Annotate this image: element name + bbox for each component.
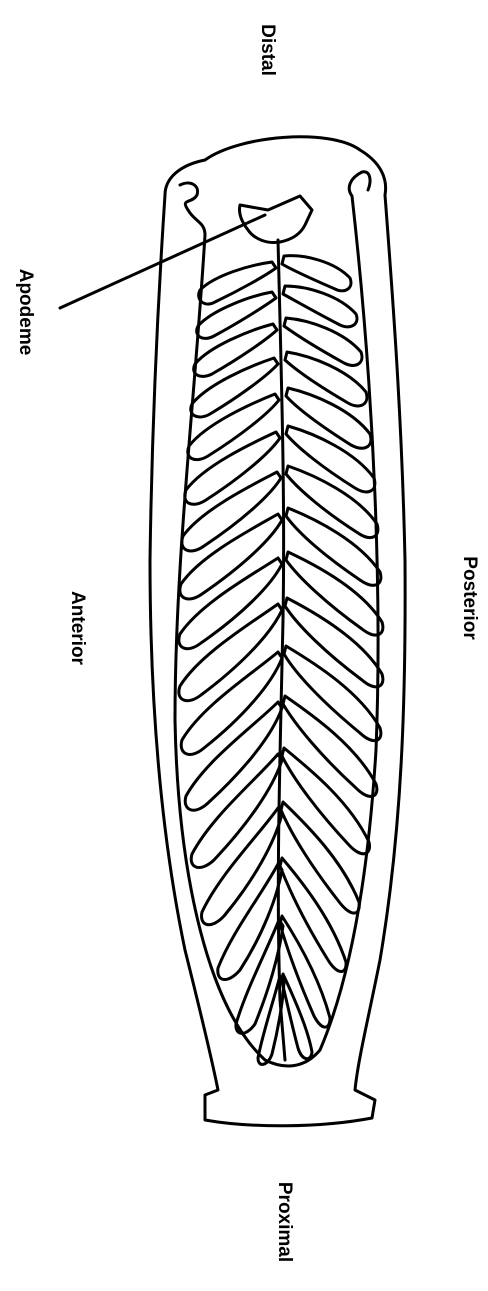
muscle-fiber bbox=[286, 426, 375, 492]
label-anterior: Anterior bbox=[67, 591, 88, 666]
muscle-fiber bbox=[185, 432, 280, 504]
muscle-fiber bbox=[286, 388, 371, 448]
label-proximal: Proximal bbox=[274, 1182, 295, 1262]
muscle-fiber bbox=[286, 508, 381, 585]
muscle-fiber bbox=[286, 552, 383, 635]
muscle-fiber bbox=[282, 974, 312, 1059]
muscle-fiber bbox=[285, 352, 367, 406]
label-apodeme: Apodeme bbox=[15, 269, 36, 356]
muscle-fiber bbox=[283, 286, 357, 327]
label-posterior: Posterior bbox=[459, 556, 480, 640]
muscle-fiber bbox=[188, 394, 279, 460]
label-distal: Distal bbox=[257, 24, 278, 76]
muscle-fiber bbox=[199, 262, 276, 304]
apodeme-shape bbox=[239, 196, 312, 243]
muscle-fiber bbox=[194, 324, 277, 376]
muscle-fiber bbox=[286, 466, 378, 538]
muscle-fiber bbox=[191, 358, 278, 417]
muscle-fiber bbox=[197, 292, 276, 338]
